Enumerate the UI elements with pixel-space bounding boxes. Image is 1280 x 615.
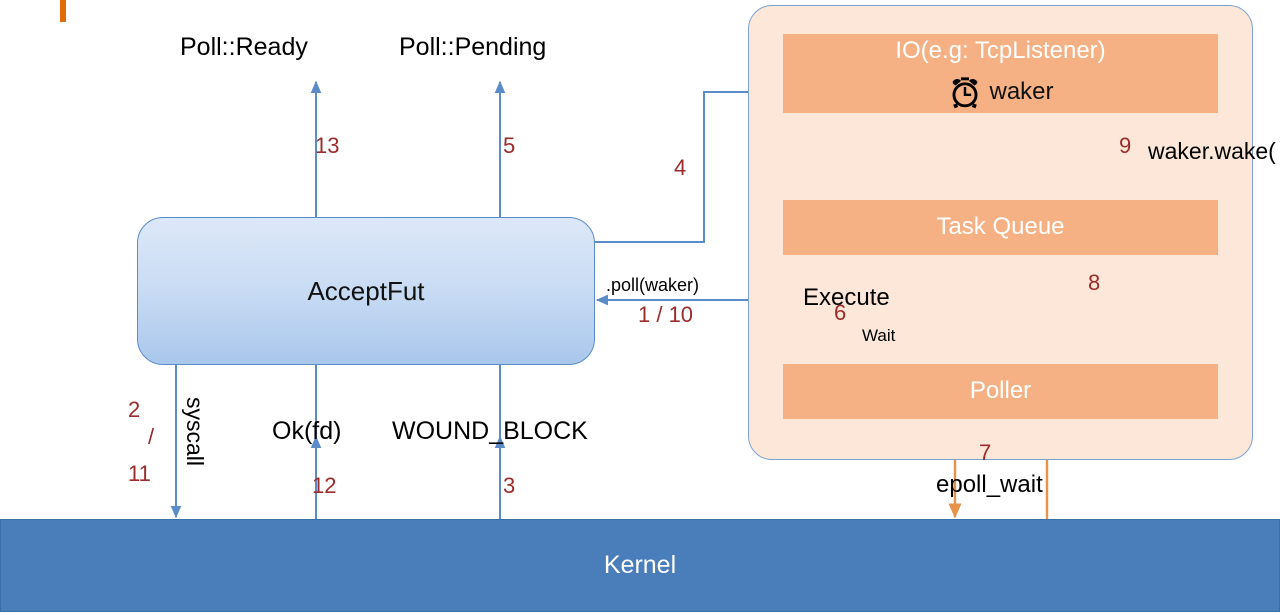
io-box-title: IO(e.g: TcpListener) — [895, 37, 1106, 64]
step-number-1-10: 1 / 10 — [638, 302, 694, 327]
label-epoll-wait: epoll_wait — [936, 471, 1043, 498]
waker-row[interactable]: waker — [783, 72, 1218, 112]
step-number-13: 13 — [315, 133, 340, 158]
step-number-3: 3 — [503, 473, 516, 498]
label-poll-pending: Poll::Pending — [399, 33, 547, 61]
step-number-4: 4 — [674, 155, 687, 180]
step-number-8: 8 — [1088, 270, 1101, 295]
step-number-6: 6 — [834, 300, 847, 325]
label-ok-fd: Ok(fd) — [272, 417, 342, 445]
label-poll-waker: .poll(waker) — [606, 275, 700, 295]
kernel-box[interactable]: Kernel — [0, 519, 1280, 612]
label-wound-block: WOUND_BLOCK — [392, 417, 588, 445]
waker-label: waker — [989, 78, 1054, 105]
label-syscall: syscall — [182, 397, 208, 467]
label-execute: Execute — [803, 284, 890, 311]
step-number-5: 5 — [503, 133, 516, 158]
step-number-11: 11 — [128, 461, 151, 486]
label-wait: Wait — [862, 326, 896, 345]
accent-bar — [60, 0, 66, 22]
step-number-7: 7 — [979, 440, 992, 465]
acceptfut-box[interactable]: AcceptFut — [137, 217, 595, 365]
io-box[interactable]: IO(e.g: TcpListener) — [783, 34, 1218, 113]
alarm-clock-icon — [952, 77, 978, 109]
label-poll-ready: Poll::Ready — [180, 33, 308, 61]
label-waker-wake: waker.wake( — [1148, 138, 1276, 164]
step-number-12: 12 — [312, 473, 337, 498]
step-number-9: 9 — [1119, 133, 1132, 158]
poller-box[interactable]: Poller — [783, 364, 1218, 419]
task-queue-box[interactable]: Task Queue — [783, 200, 1218, 255]
step-number-2: 2 — [128, 397, 141, 422]
step-separator: / — [148, 424, 155, 449]
